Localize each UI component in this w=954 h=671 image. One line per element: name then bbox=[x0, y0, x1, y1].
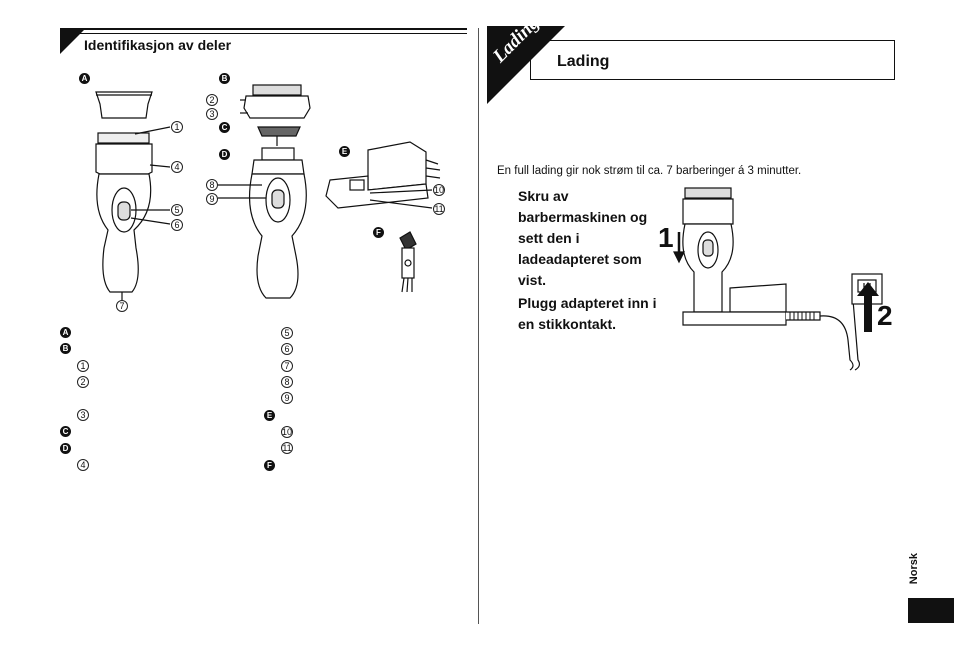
legend-f: F bbox=[264, 460, 275, 471]
header-corner-triangle bbox=[60, 28, 86, 54]
figure-label-a: A bbox=[79, 73, 90, 84]
legend-a: A bbox=[60, 327, 71, 338]
figure-label-f: F bbox=[373, 227, 384, 238]
figure-label-d: D bbox=[219, 149, 230, 160]
legend-10: 10 bbox=[281, 426, 293, 438]
step-2-text: Plugg adapteret inn i en stikkontakt. bbox=[518, 295, 657, 332]
callout-8: 8 bbox=[206, 179, 218, 191]
callout-9: 9 bbox=[206, 193, 218, 205]
section-title-parts: Identifikasjon av deler bbox=[84, 37, 232, 53]
figure-label-e: E bbox=[339, 146, 350, 157]
legend-7: 7 bbox=[281, 360, 293, 372]
legend-6: 6 bbox=[281, 343, 293, 355]
legend-2: 2 bbox=[77, 376, 89, 388]
callout-4: 4 bbox=[171, 161, 183, 173]
callout-5: 5 bbox=[171, 204, 183, 216]
header-rule-top bbox=[60, 28, 467, 30]
callout-7: 7 bbox=[116, 300, 128, 312]
column-divider bbox=[478, 28, 479, 624]
legend-1: 1 bbox=[77, 360, 89, 372]
figure-label-c: C bbox=[219, 122, 230, 133]
legend-11: 11 bbox=[281, 442, 293, 454]
legend-e: E bbox=[264, 410, 275, 421]
step-number-1: 1 bbox=[658, 222, 674, 253]
legend-8: 8 bbox=[281, 376, 293, 388]
callout-11: 11 bbox=[433, 203, 445, 215]
figure-label-b: B bbox=[219, 73, 230, 84]
step-1-text: Skru av barbermaskinen og sett den i lad… bbox=[518, 188, 648, 288]
legend-9: 9 bbox=[281, 392, 293, 404]
legend-c: C bbox=[60, 426, 71, 437]
step-number-2: 2 bbox=[877, 300, 893, 331]
callout-6: 6 bbox=[171, 219, 183, 231]
callout-10: 10 bbox=[433, 184, 445, 196]
legend-d: D bbox=[60, 443, 71, 454]
header-rule-bottom bbox=[60, 33, 467, 34]
callout-3: 3 bbox=[206, 108, 218, 120]
charging-intro: En full lading gir nok strøm til ca. 7 b… bbox=[497, 165, 802, 177]
callout-1: 1 bbox=[171, 121, 183, 133]
callout-2: 2 bbox=[206, 94, 218, 106]
legend-3: 3 bbox=[77, 409, 89, 421]
legend-b: B bbox=[60, 343, 71, 354]
language-tab-marker bbox=[908, 598, 954, 623]
section-tab-triangle bbox=[487, 26, 565, 104]
legend-4: 4 bbox=[77, 459, 89, 471]
section-title-charging: Lading bbox=[557, 53, 610, 70]
legend-5: 5 bbox=[281, 327, 293, 339]
language-tab-label: Norsk bbox=[908, 553, 920, 585]
